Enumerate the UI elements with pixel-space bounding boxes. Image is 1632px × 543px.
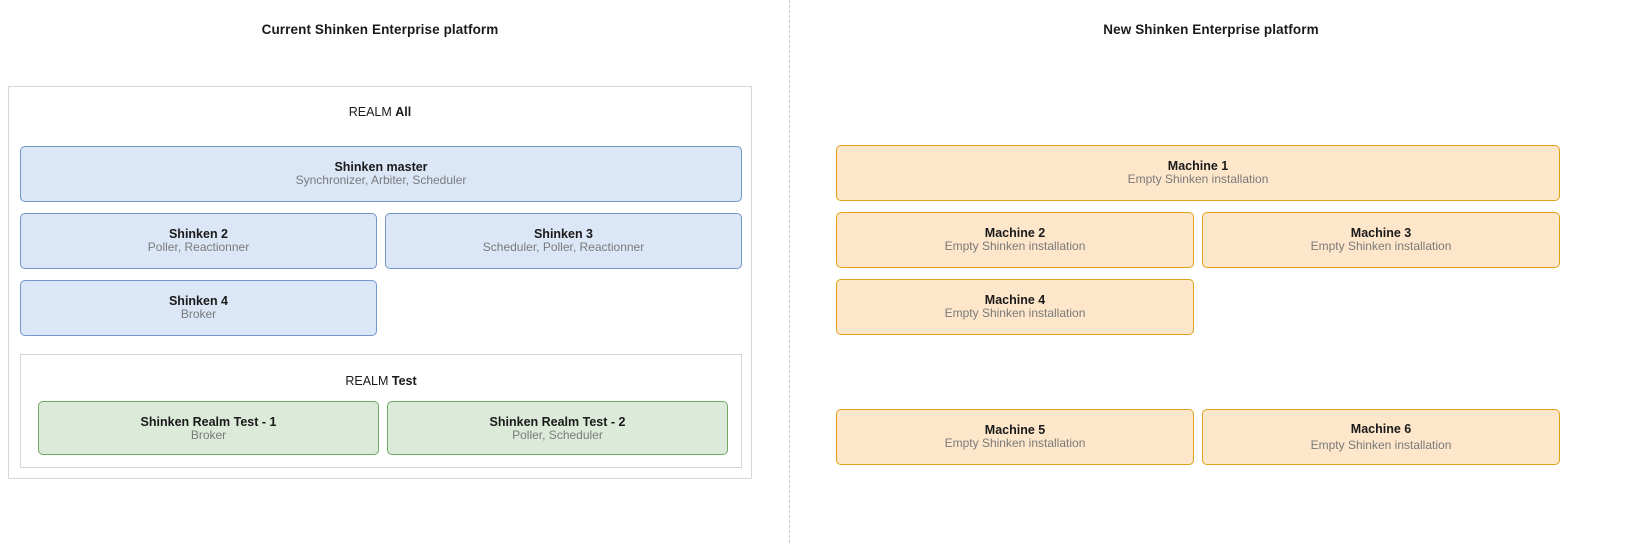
node-shinken-master[interactable]: Shinken master Synchronizer, Arbiter, Sc… <box>20 146 742 202</box>
node-machine-6[interactable]: Machine 6 Empty Shinken installation <box>1202 409 1560 465</box>
machine-row-1: Machine 1 Empty Shinken installation <box>836 145 1560 201</box>
realm-test-name: Test <box>391 374 417 388</box>
node-subtitle: Empty Shinken installation <box>1310 437 1452 452</box>
node-row-shinken-2-3: Shinken 2 Poller, Reactionner Shinken 3 … <box>20 213 742 269</box>
node-title: Shinken 2 <box>168 227 229 241</box>
node-title: Machine 5 <box>984 423 1046 437</box>
realm-all-prefix: REALM <box>348 105 392 119</box>
panel-divider <box>789 0 790 543</box>
node-row-shinken-4: Shinken 4 Broker <box>20 280 742 336</box>
node-subtitle: Empty Shinken installation <box>944 238 1086 253</box>
realm-test-container: REALM Test Shinken Realm Test - 1 Broker… <box>20 354 742 468</box>
realm-all-label: REALM All <box>9 105 751 119</box>
node-title: Shinken Realm Test - 1 <box>140 415 277 429</box>
node-subtitle: Synchronizer, Arbiter, Scheduler <box>295 172 467 187</box>
node-machine-1[interactable]: Machine 1 Empty Shinken installation <box>836 145 1560 201</box>
node-subtitle: Empty Shinken installation <box>1310 238 1452 253</box>
node-row-master: Shinken master Synchronizer, Arbiter, Sc… <box>20 146 742 202</box>
node-row-realm-test: Shinken Realm Test - 1 Broker Shinken Re… <box>38 401 728 455</box>
node-machine-4[interactable]: Machine 4 Empty Shinken installation <box>836 279 1194 335</box>
node-title: Machine 3 <box>1350 226 1412 240</box>
node-shinken-realm-test-2[interactable]: Shinken Realm Test - 2 Poller, Scheduler <box>387 401 728 455</box>
realm-test-prefix: REALM <box>345 374 389 388</box>
node-shinken-2[interactable]: Shinken 2 Poller, Reactionner <box>20 213 377 269</box>
realm-all-name: All <box>395 105 412 119</box>
node-title: Machine 4 <box>984 293 1046 307</box>
node-subtitle: Empty Shinken installation <box>1127 171 1269 186</box>
node-subtitle: Poller, Scheduler <box>512 427 603 442</box>
node-shinken-4[interactable]: Shinken 4 Broker <box>20 280 377 336</box>
right-panel-title: New Shinken Enterprise platform <box>1103 22 1319 37</box>
new-platform-container: Machine 1 Empty Shinken installation Mac… <box>836 86 1560 479</box>
node-shinken-3[interactable]: Shinken 3 Scheduler, Poller, Reactionner <box>385 213 742 269</box>
machine-row-4: Machine 5 Empty Shinken installation Mac… <box>836 409 1560 465</box>
node-shinken-realm-test-1[interactable]: Shinken Realm Test - 1 Broker <box>38 401 379 455</box>
node-subtitle: Empty Shinken installation <box>944 435 1086 450</box>
realm-test-label: REALM Test <box>21 374 741 388</box>
node-subtitle: Broker <box>180 306 217 321</box>
node-subtitle: Poller, Reactionner <box>147 239 250 254</box>
node-subtitle: Scheduler, Poller, Reactionner <box>482 239 645 254</box>
node-title: Machine 6 <box>1350 422 1412 437</box>
node-title: Shinken 4 <box>168 294 229 308</box>
machine-row-3: Machine 4 Empty Shinken installation <box>836 279 1560 335</box>
node-subtitle: Broker <box>190 427 227 442</box>
node-title: Machine 1 <box>1167 159 1229 173</box>
node-title: Shinken Realm Test - 2 <box>489 415 626 429</box>
machine-row-2: Machine 2 Empty Shinken installation Mac… <box>836 212 1560 268</box>
node-title: Shinken 3 <box>533 227 594 241</box>
node-title: Shinken master <box>334 160 428 174</box>
node-machine-2[interactable]: Machine 2 Empty Shinken installation <box>836 212 1194 268</box>
node-machine-3[interactable]: Machine 3 Empty Shinken installation <box>1202 212 1560 268</box>
node-title: Machine 2 <box>984 226 1046 240</box>
current-platform-container: REALM All Shinken master Synchronizer, A… <box>8 86 752 479</box>
node-machine-5[interactable]: Machine 5 Empty Shinken installation <box>836 409 1194 465</box>
left-panel-title: Current Shinken Enterprise platform <box>261 22 499 37</box>
node-subtitle: Empty Shinken installation <box>944 305 1086 320</box>
